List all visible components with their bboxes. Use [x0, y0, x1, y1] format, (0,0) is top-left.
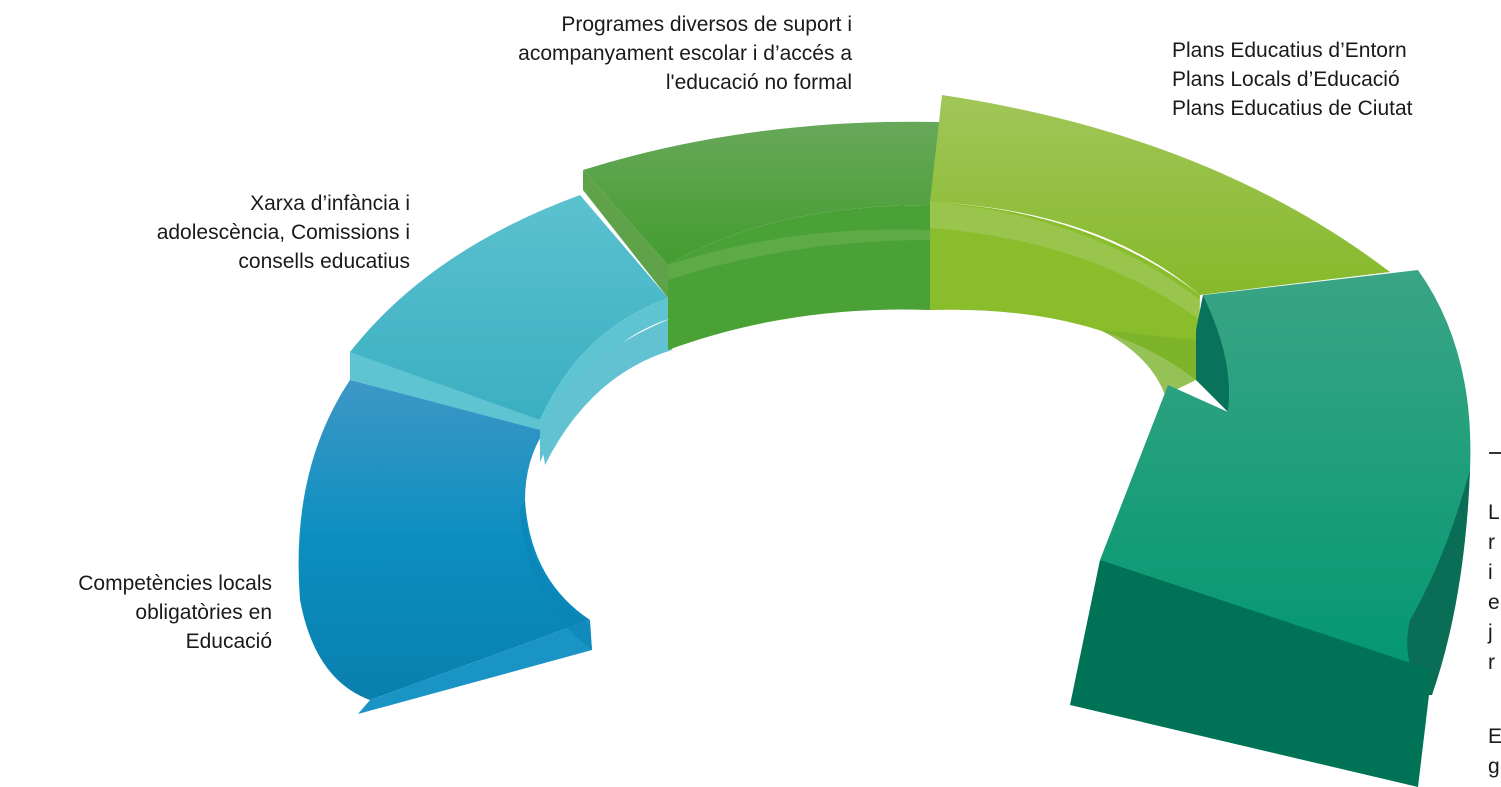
label-network: Xarxa d’infància i adolescència, Comissi…: [0, 189, 410, 276]
label-competencies-line-3: Educació: [185, 630, 272, 653]
label-plans-line-2: Plans Locals d’Educació: [1172, 68, 1400, 91]
segment-network: [350, 195, 672, 465]
label-plans-line-3: Plans Educatius de Ciutat: [1172, 97, 1413, 120]
segment-plans: [930, 95, 1390, 395]
cut-line-2: r: [1488, 531, 1495, 554]
label-network-line-3: consells educatius: [238, 250, 410, 273]
cut-off-paragraph: L r i e j r: [1488, 498, 1500, 678]
label-competencies-line-2: obligatòries en: [135, 601, 272, 624]
label-plans-line-1: Plans Educatius d’Entorn: [1172, 39, 1407, 62]
segment-programs: [583, 121, 940, 350]
label-programs-line-1: Programes diversos de suport i: [561, 13, 852, 36]
label-programs: Programes diversos de suport i acompanya…: [300, 10, 852, 97]
cut-line-6: r: [1488, 651, 1495, 674]
arrow-head: [1070, 270, 1471, 787]
label-programs-line-2: acompanyament escolar i d’accés a: [518, 42, 852, 65]
cut-line-4: e: [1488, 591, 1500, 614]
cut2-line-1: E: [1488, 725, 1501, 748]
cut-off-heading: [1489, 418, 1501, 454]
cut-line-3: i: [1488, 561, 1493, 584]
label-network-line-1: Xarxa d’infància i: [250, 192, 410, 215]
label-competencies-line-1: Competències locals: [78, 572, 272, 595]
cut-line-1: L: [1488, 501, 1500, 524]
label-programs-line-3: l'educació no formal: [665, 71, 852, 94]
segment-competencies: [298, 380, 592, 714]
cut2-line-2: g: [1488, 755, 1500, 778]
label-competencies: Competències locals obligatòries en Educ…: [0, 569, 272, 656]
cut-line-5: j: [1488, 621, 1493, 644]
label-network-line-2: adolescència, Comissions i: [156, 221, 410, 244]
cut-off-paragraph-2: E g: [1488, 722, 1501, 782]
label-plans: Plans Educatius d’Entorn Plans Locals d’…: [1172, 36, 1412, 123]
